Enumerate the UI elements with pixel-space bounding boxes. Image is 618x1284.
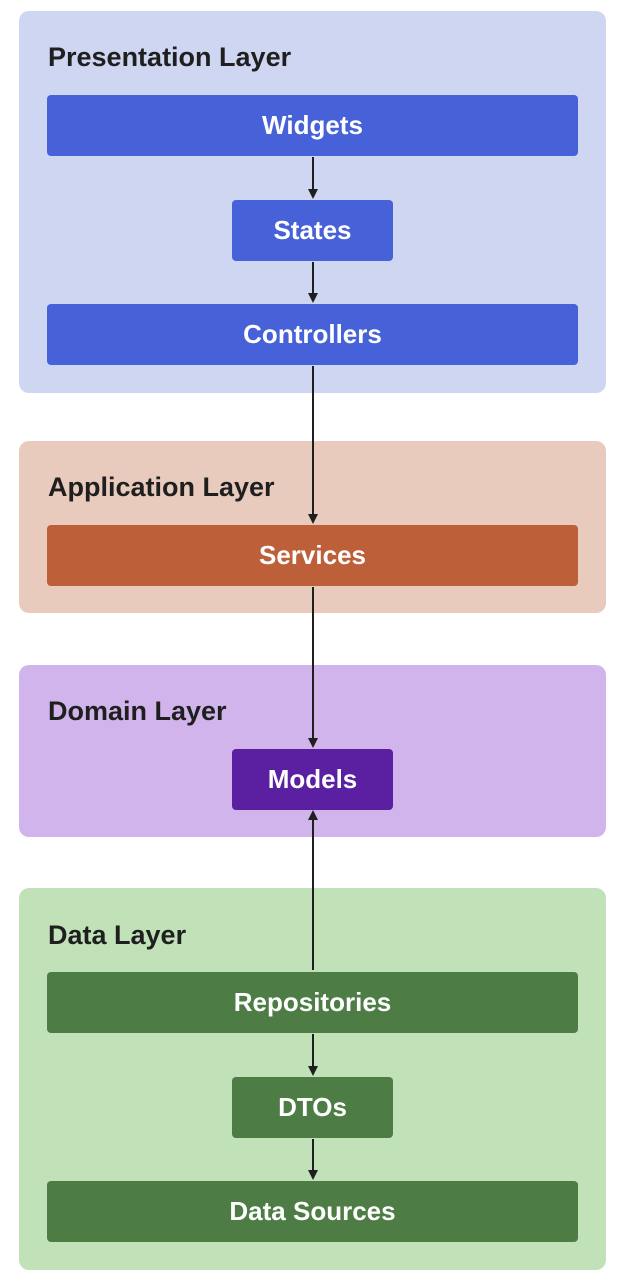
models-node[interactable]: Models [232,749,393,810]
dtos-node[interactable]: DTOs [232,1077,393,1138]
services-node[interactable]: Services [47,525,578,586]
domain-layer-title: Domain Layer [48,696,227,726]
presentation-layer-title: Presentation Layer [48,42,292,72]
data-sources-node[interactable]: Data Sources [47,1181,578,1242]
states-node[interactable]: States [232,200,393,261]
application-layer-title: Application Layer [48,472,275,502]
widgets-node[interactable]: Widgets [47,95,578,156]
data-layer-title: Data Layer [48,920,187,950]
repositories-node[interactable]: Repositories [47,972,578,1033]
controllers-node[interactable]: Controllers [47,304,578,365]
